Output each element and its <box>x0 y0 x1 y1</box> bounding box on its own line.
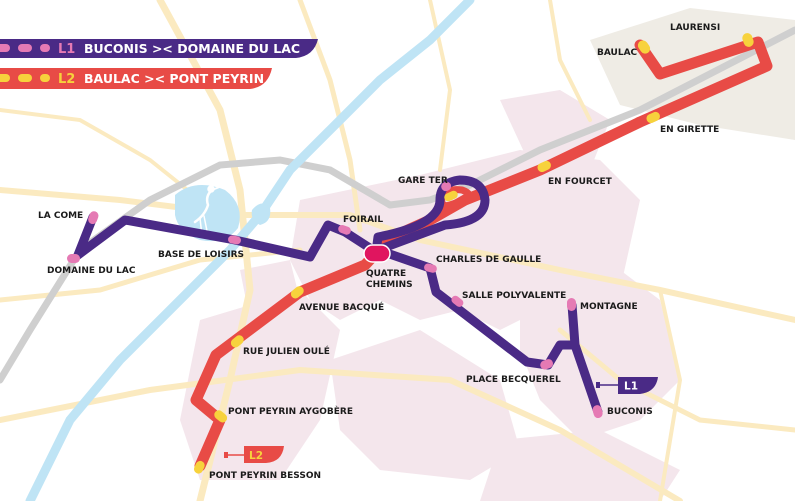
railways <box>0 26 795 384</box>
road-9 <box>0 108 202 202</box>
label-montagne: MONTAGNE <box>580 302 638 312</box>
line-l1 <box>73 175 603 417</box>
stop-pont-peyrin-aygobere <box>214 410 228 423</box>
stop-montagne <box>567 298 576 311</box>
legend-l1-code: L1 <box>58 42 75 57</box>
stop-gare-ter-l2 <box>444 190 458 202</box>
stop-base-de-loisirs <box>228 235 241 245</box>
stop-gare-ter-l1 <box>441 181 452 192</box>
label-rue-julien-oule: RUE JULIEN OULÉ <box>243 345 330 357</box>
label-base-de-loisirs: BASE DE LOISIRS <box>158 250 244 260</box>
label-la-come: LA COME <box>38 211 83 221</box>
line-l2-gare-loop <box>438 186 473 210</box>
urban-southcenter <box>330 330 520 480</box>
stop-salle-polyvalente <box>451 295 464 307</box>
stops-l2 <box>193 33 754 474</box>
stops-l1 <box>67 181 603 419</box>
legend-l2: L2 BAULAC >< PONT PEYRIN <box>0 68 272 89</box>
pond <box>251 203 271 225</box>
label-charles-de-gaulle: CHARLES DE GAULLE <box>436 255 541 265</box>
label-domaine-du-lac: DOMAINE DU LAC <box>47 266 136 276</box>
terminal-flag-l2-label: L2 <box>249 450 263 462</box>
label-quatre: QUATRE <box>366 269 406 279</box>
stop-rue-julien-oule <box>230 335 244 348</box>
legend-l2-text: BAULAC >< PONT PEYRIN <box>84 71 264 86</box>
legend-l1: L1 BUCONIS >< DOMAINE DU LAC <box>0 39 318 58</box>
stop-laurensi <box>742 33 754 47</box>
label-en-girette: EN GIRETTE <box>660 125 719 135</box>
road-2 <box>0 187 795 323</box>
label-en-fourcet: EN FOURCET <box>548 177 613 187</box>
label-buconis: BUCONIS <box>607 407 653 417</box>
terminal-flag-l2: L2 <box>224 446 284 463</box>
label-avenue-bacque: AVENUE BACQUÉ <box>299 301 384 313</box>
terminal-flag-l1-label: L1 <box>624 381 638 393</box>
label-baulac: BAULAC <box>597 48 638 58</box>
stop-domaine-du-lac <box>67 254 80 263</box>
road-4 <box>0 366 683 501</box>
legend-l2-code: L2 <box>58 72 75 87</box>
label-chemins: CHEMINS <box>366 280 413 290</box>
stop-charles-de-gaulle <box>424 263 437 273</box>
label-pont-peyrin-besson: PONT PEYRIN BESSON <box>209 471 321 481</box>
stop-la-come <box>88 211 99 225</box>
stop-en-girette <box>646 111 660 124</box>
stop-pont-peyrin-besson <box>193 460 205 474</box>
urban-south2 <box>480 430 680 501</box>
line-l1-route <box>73 175 603 417</box>
label-foirail: FOIRAIL <box>343 215 383 225</box>
stop-buconis <box>592 405 603 419</box>
stop-foirail <box>338 224 351 235</box>
label-salle-polyvalente: SALLE POLYVALENTE <box>462 291 566 301</box>
rail-main <box>386 26 795 209</box>
stop-avenue-bacque <box>290 286 304 299</box>
terminal-flag-l1: L1 <box>596 377 658 394</box>
label-place-becquerel: PLACE BECQUEREL <box>466 375 561 385</box>
road-8 <box>557 327 795 433</box>
station-labels: LAURENSI BAULAC EN GIRETTE EN FOURCET GA… <box>38 23 720 481</box>
label-gare-ter: GARE TER <box>398 176 448 186</box>
rail-west <box>0 156 394 384</box>
legend-l1-text: BUCONIS >< DOMAINE DU LAC <box>84 41 300 56</box>
stop-en-fourcet <box>537 160 551 173</box>
road-10 <box>658 288 683 501</box>
hub-quatre-chemins <box>363 244 391 263</box>
stop-place-becquerel <box>540 359 554 370</box>
river <box>25 0 475 501</box>
lake <box>175 185 240 242</box>
label-pont-peyrin-aygobere: PONT PEYRIN AYGOBÈRE <box>228 405 353 417</box>
legend: L1 BUCONIS >< DOMAINE DU LAC L2 BAULAC >… <box>0 39 318 89</box>
road-7 <box>548 0 592 122</box>
label-laurensi: LAURENSI <box>670 23 720 33</box>
stop-baulac <box>637 40 651 54</box>
